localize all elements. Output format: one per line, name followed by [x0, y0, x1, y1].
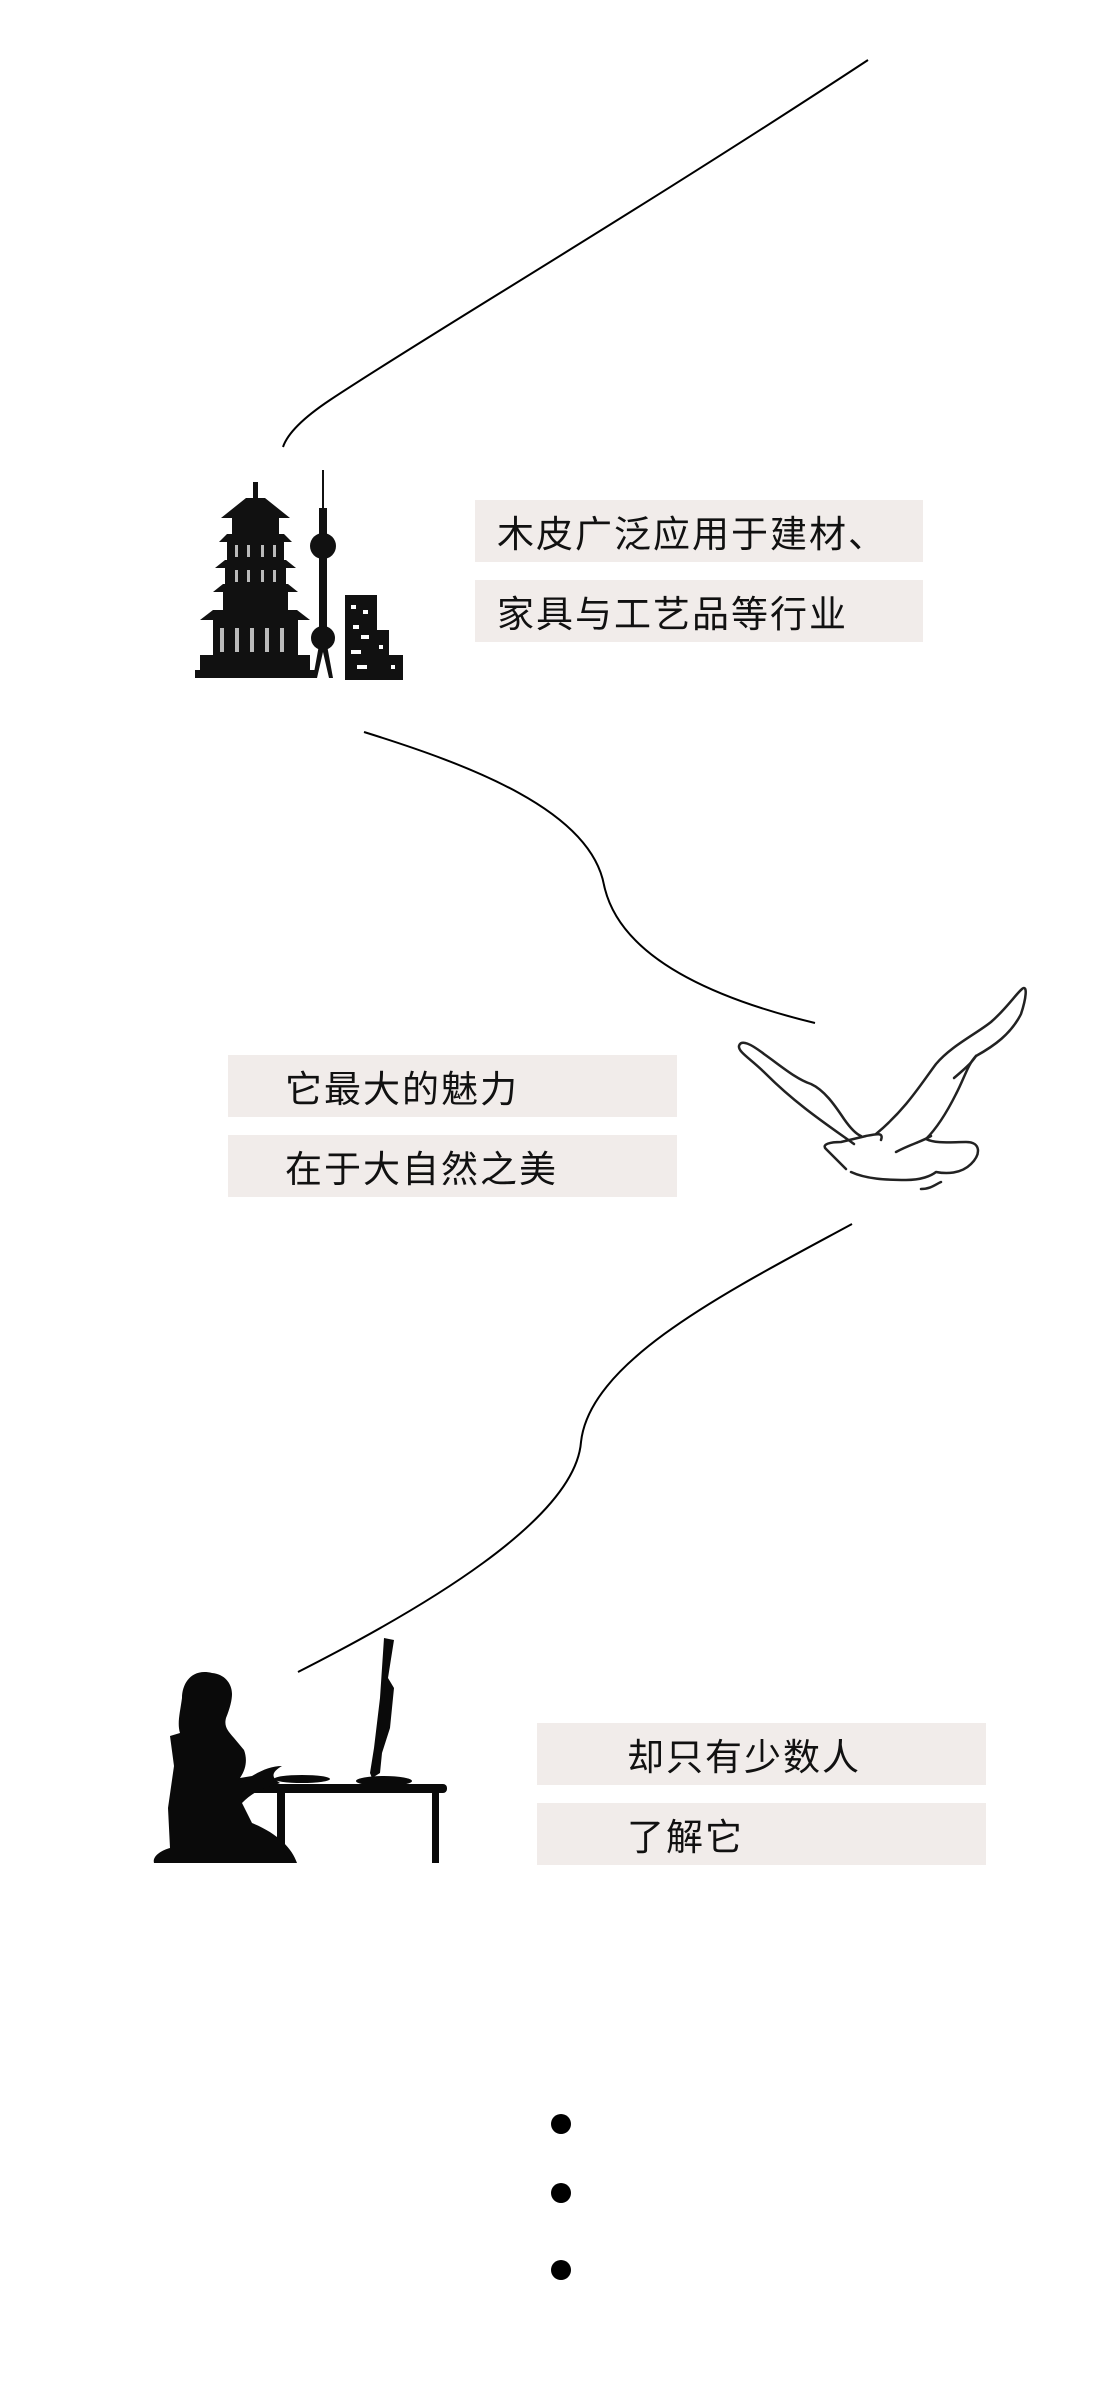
caption-line-2: 家具与工艺品等行业: [475, 580, 923, 642]
caption-line-4: 在于大自然之美: [228, 1135, 677, 1197]
woman-at-computer-icon: [153, 1638, 447, 1863]
city-skyline-icon: [195, 470, 403, 680]
connector-line-2: [363, 731, 816, 1024]
dot-2: [551, 2183, 571, 2203]
caption-line-1: 木皮广泛应用于建材、: [475, 500, 923, 562]
flying-bird-icon: [737, 986, 1027, 1191]
connector-line-1: [282, 59, 869, 448]
caption-line-3: 它最大的魅力: [228, 1055, 677, 1117]
caption-line-5: 却只有少数人: [537, 1723, 986, 1785]
dot-1: [551, 2114, 571, 2134]
connector-line-3: [297, 1223, 853, 1673]
dot-3: [551, 2260, 571, 2280]
caption-line-6: 了解它: [537, 1803, 986, 1865]
